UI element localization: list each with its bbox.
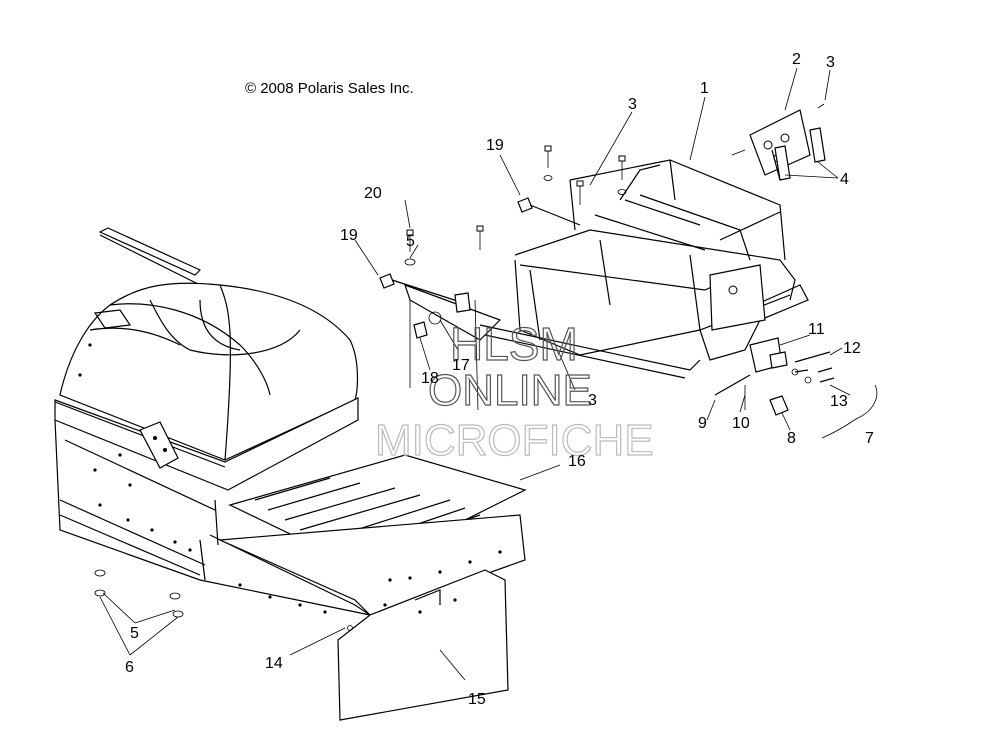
watermark: HLSM ONLINE MICROFICHE xyxy=(374,317,654,465)
callout-3-lower: 3 xyxy=(588,392,597,409)
snow-flap xyxy=(219,514,526,721)
callout-5-upper: 5 xyxy=(406,233,415,250)
callout-19-upper: 19 xyxy=(486,137,504,154)
snowmobile-seat xyxy=(54,227,359,491)
callout-2: 2 xyxy=(792,51,801,68)
callout-4: 4 xyxy=(840,171,849,188)
callout-18: 18 xyxy=(421,370,439,387)
hardware xyxy=(94,103,835,631)
callout-12: 12 xyxy=(843,340,861,357)
rear-rack xyxy=(404,159,809,379)
callout-10: 10 xyxy=(732,415,750,432)
callout-6: 6 xyxy=(125,659,134,676)
watermark-line-2: ONLINE xyxy=(428,366,592,415)
callout-16: 16 xyxy=(568,453,586,470)
tunnel xyxy=(54,343,371,616)
callout-17: 17 xyxy=(452,357,470,374)
callout-19-lower: 19 xyxy=(340,227,358,244)
copyright-text: © 2008 Polaris Sales Inc. xyxy=(245,80,414,97)
callout-14: 14 xyxy=(265,655,283,672)
watermark-line-3: MICROFICHE xyxy=(375,416,654,465)
reflector-decals xyxy=(774,127,826,181)
callout-20: 20 xyxy=(364,185,382,202)
leader-lines xyxy=(99,67,878,681)
callout-8: 8 xyxy=(787,430,796,447)
callout-7: 7 xyxy=(865,430,874,447)
callout-9: 9 xyxy=(698,415,707,432)
callout-3-top: 3 xyxy=(628,96,637,113)
callout-15: 15 xyxy=(468,691,486,708)
callout-3-top-right: 3 xyxy=(826,54,835,71)
watermark-line-1: HLSM xyxy=(450,318,578,370)
callout-11: 11 xyxy=(808,321,825,338)
callout-1: 1 xyxy=(700,80,709,97)
callout-13: 13 xyxy=(830,393,848,410)
callouts: 1 2 3 3 3 4 5 5 6 7 8 9 10 11 12 13 14 1… xyxy=(125,51,874,708)
callout-5-lower: 5 xyxy=(130,625,139,642)
